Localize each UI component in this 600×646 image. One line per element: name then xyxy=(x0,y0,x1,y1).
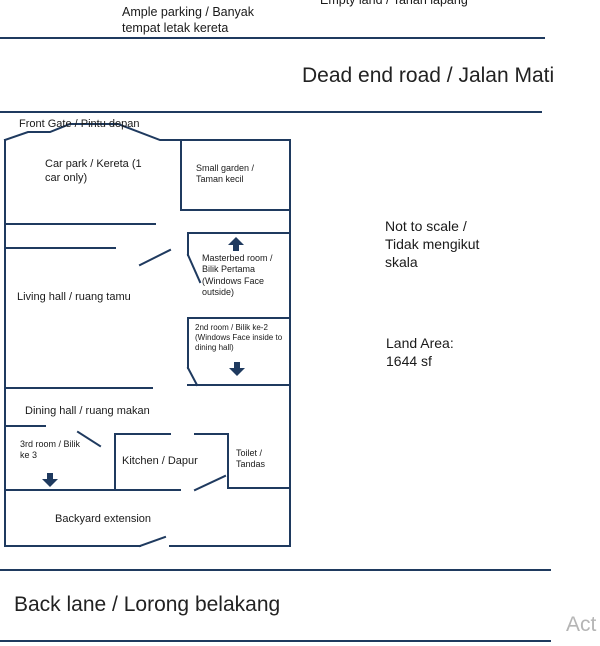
parking-label: Ample parking / Banyak tempat letak kere… xyxy=(122,5,255,35)
scale-note: Not to scale / Tidak mengikut skala xyxy=(385,218,480,271)
watermark-text: Act xyxy=(566,613,597,636)
small-garden-label: Small garden / Taman kecil xyxy=(196,163,255,185)
backyard-label: Backyard extension xyxy=(55,513,151,525)
second-room-label: 2nd room / Bilik ke-2 (Windows Face insi… xyxy=(195,323,283,352)
empty-land-label: Empty land / Tanah lapang xyxy=(320,0,468,7)
car-park-label: Car park / Kereta (1 car only) xyxy=(45,158,142,184)
kitchen-label: Kitchen / Dapur xyxy=(122,455,198,467)
road-line-back-lane-bottom xyxy=(0,640,551,642)
road-line-dead-end xyxy=(0,111,542,113)
arrow-up-icon xyxy=(228,237,244,251)
road-line-top xyxy=(0,37,545,39)
third-room-label: 3rd room / Bilik ke 3 xyxy=(20,439,81,461)
dead-end-road-label: Dead end road / Jalan Mati xyxy=(302,64,555,87)
road-line-back-lane-top xyxy=(0,569,551,571)
living-hall-label: Living hall / ruang tamu xyxy=(17,291,131,303)
arrow-down-icon xyxy=(42,473,58,487)
front-gate-label: Front Gate / Pintu depan xyxy=(19,118,140,130)
arrow-down-icon xyxy=(229,362,245,376)
dining-hall-label: Dining hall / ruang makan xyxy=(25,405,150,417)
land-area-note: Land Area: 1644 sf xyxy=(386,335,454,370)
back-lane-label: Back lane / Lorong belakang xyxy=(14,593,281,616)
toilet-label: Toilet / Tandas xyxy=(236,448,266,470)
masterbed-label: Masterbed room / Bilik Pertama (Windows … xyxy=(202,253,273,297)
